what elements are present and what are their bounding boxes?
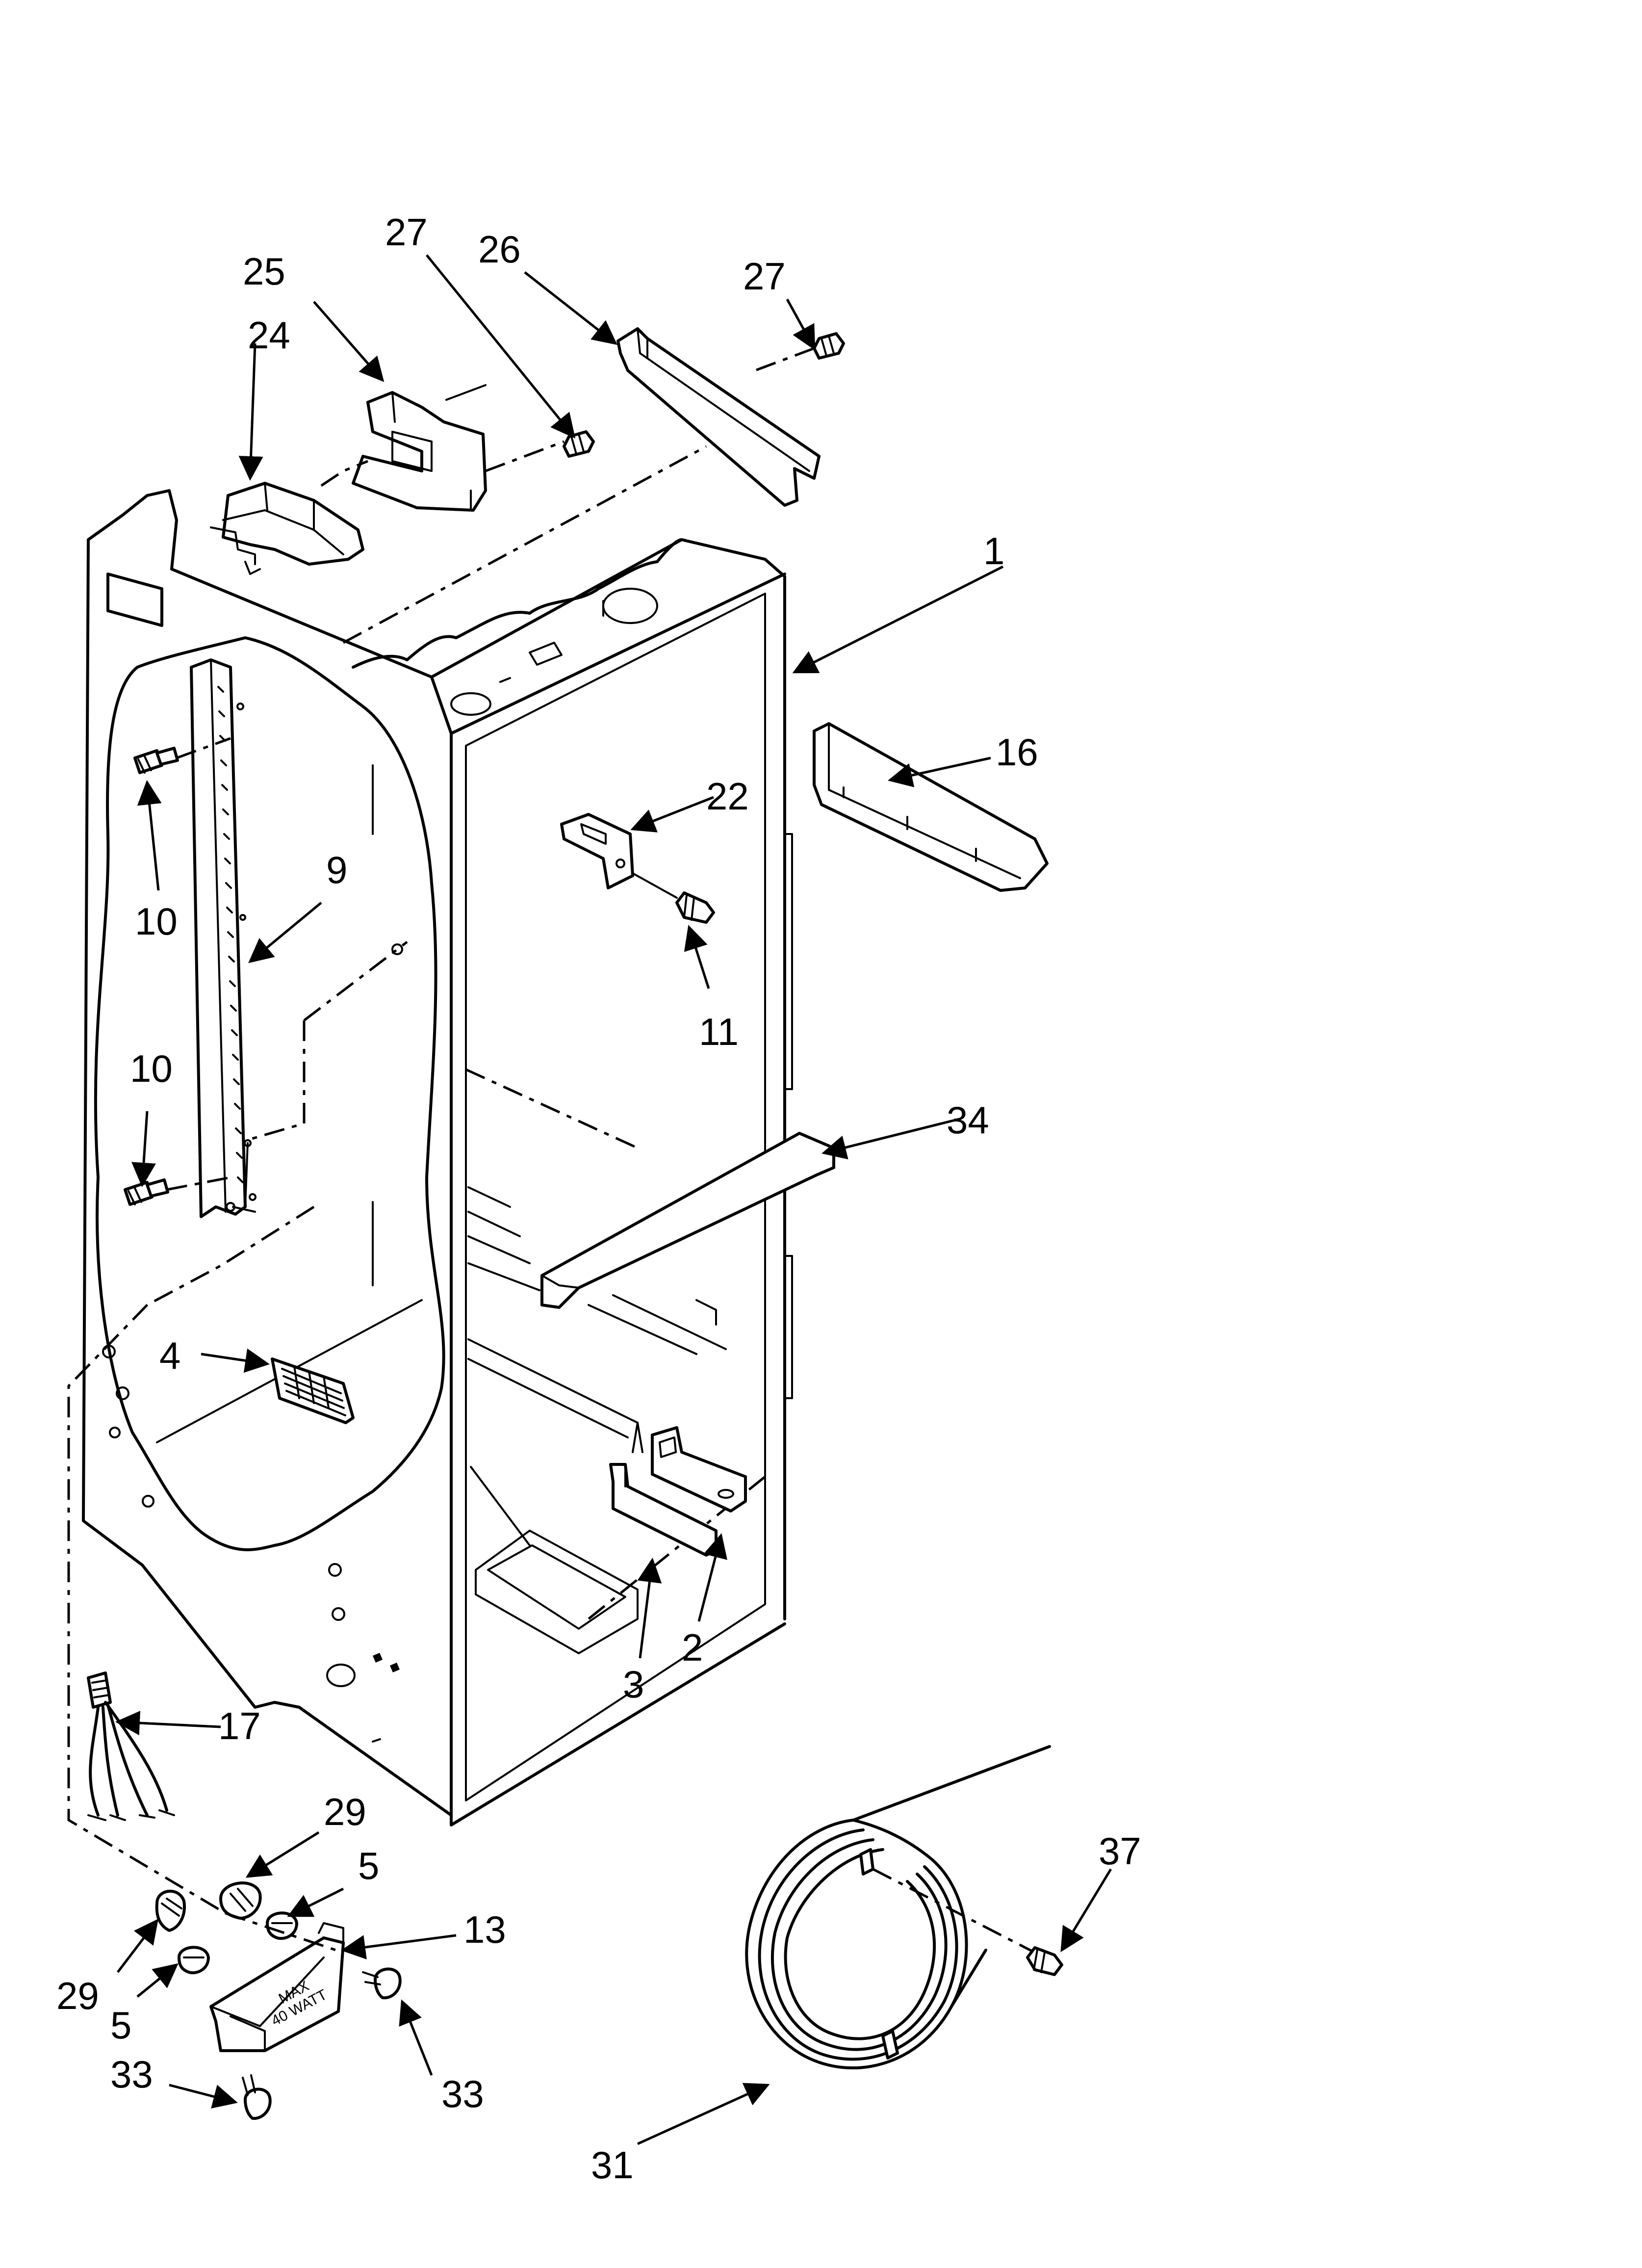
socket-5-upper	[266, 1911, 298, 1940]
housing-alignment	[320, 460, 368, 487]
callout-37: 37	[1099, 1829, 1141, 1873]
callout-22: 22	[706, 775, 749, 818]
callout-16: 16	[996, 730, 1038, 774]
callout-33-right: 33	[441, 2072, 484, 2115]
screw-27-right-alignment	[755, 347, 815, 372]
callout-4: 4	[159, 1334, 180, 1377]
screw-27-left	[563, 430, 595, 458]
callout-9: 9	[326, 848, 347, 891]
callout-5-lower: 5	[110, 2004, 131, 2047]
lower-bracket-2	[651, 1426, 747, 1512]
control-bracket	[352, 384, 487, 512]
callout-31: 31	[591, 2143, 634, 2187]
callout-10-lower: 10	[130, 1047, 173, 1090]
screw-27-right	[813, 332, 845, 360]
callout-10-upper: 10	[135, 900, 178, 943]
bracket-screw-line	[632, 872, 678, 899]
push-pin-right	[362, 1967, 402, 2000]
callout-11: 11	[699, 1010, 739, 1053]
callout-3: 3	[623, 1663, 644, 1706]
screw-lower-left	[124, 1178, 169, 1206]
callout-24: 24	[248, 313, 290, 357]
top-channel	[616, 327, 821, 507]
screw-37	[1026, 1946, 1063, 1976]
screw-upper-left	[133, 747, 179, 774]
bracket-alignment	[485, 440, 564, 472]
vent-grille	[271, 1357, 355, 1424]
cross-rail	[540, 1132, 835, 1355]
socket-29-lower	[155, 1889, 186, 1932]
coiled-tubing	[745, 1745, 1051, 2070]
callout-26: 26	[478, 228, 521, 271]
callout-5-upper: 5	[358, 1844, 379, 1887]
callout-leaders	[115, 254, 1112, 2145]
callout-27-left: 27	[385, 210, 428, 254]
screw-lower-left-alignment	[166, 1176, 231, 1191]
control-housing	[210, 482, 364, 575]
callout-29-lower: 29	[56, 1974, 99, 2017]
push-pin-left	[242, 2074, 272, 2120]
shelf-rail	[190, 658, 403, 1218]
callout-1: 1	[983, 529, 1004, 573]
screw-11	[675, 891, 715, 924]
callout-2: 2	[682, 1626, 703, 1669]
callout-17: 17	[218, 1704, 261, 1747]
callout-29-upper: 29	[324, 1790, 366, 1833]
callout-33-left: 33	[110, 2053, 153, 2096]
cabinet-liner	[67, 445, 793, 1915]
socket-29-upper	[219, 1881, 262, 1920]
lamp-housing: MAX 40 WATT	[209, 1922, 345, 2052]
tubing-alignment	[872, 1868, 1036, 1954]
callout-27-right: 27	[743, 255, 786, 298]
callout-labels: 1 2 3 4 5 5 9 10 10 11 13 16 17 22 24 25…	[56, 210, 1141, 2187]
screw-upper-left-alignment	[176, 737, 231, 759]
socket-5-lower	[178, 1946, 210, 1975]
wire-harness	[87, 1671, 175, 1821]
duct-trough	[813, 722, 1049, 892]
small-bracket	[560, 813, 634, 889]
callout-13: 13	[463, 1908, 506, 1951]
callout-25: 25	[243, 250, 285, 293]
callout-34: 34	[947, 1098, 989, 1142]
